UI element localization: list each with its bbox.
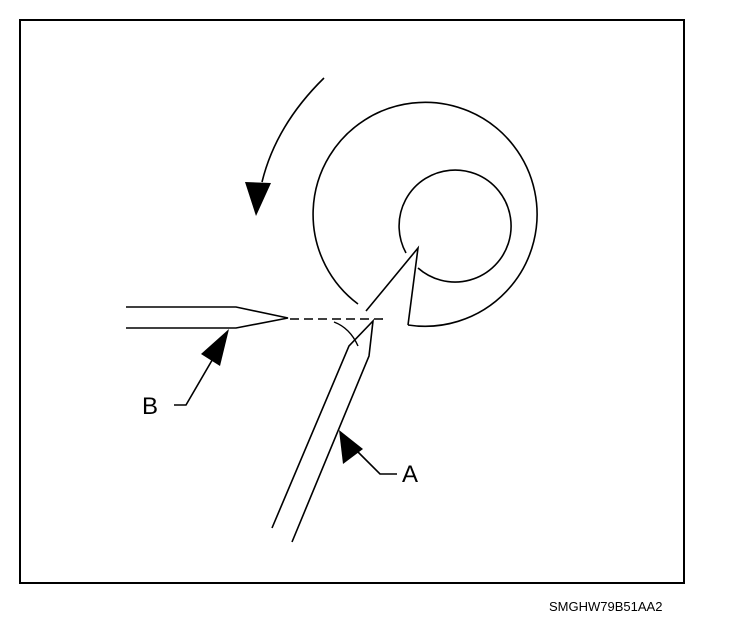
tool-tip-arc [333,321,359,347]
leader-a-line [357,451,397,475]
leader-a [339,430,397,475]
tool-a-body [271,318,375,543]
leader-b-arrowhead [201,329,229,366]
leader-b-line [174,349,219,406]
cut-wedge [365,245,420,326]
rotation-arrow-arc [261,77,325,183]
label-a: A [402,461,418,488]
leader-a-arrowhead [339,430,363,464]
rotation-arrow [245,77,325,216]
workpiece-outer-circle [312,101,538,328]
tool-a [271,318,375,543]
tool-b [126,306,384,329]
label-b: B [142,393,158,420]
tool-b-body [126,306,289,329]
workpiece-inner-circle [398,169,512,283]
leader-b [174,329,229,406]
rotation-arrow-head [245,182,271,216]
diagram-frame [19,19,685,584]
figure-code: SMGHW79B51AA2 [549,599,662,614]
